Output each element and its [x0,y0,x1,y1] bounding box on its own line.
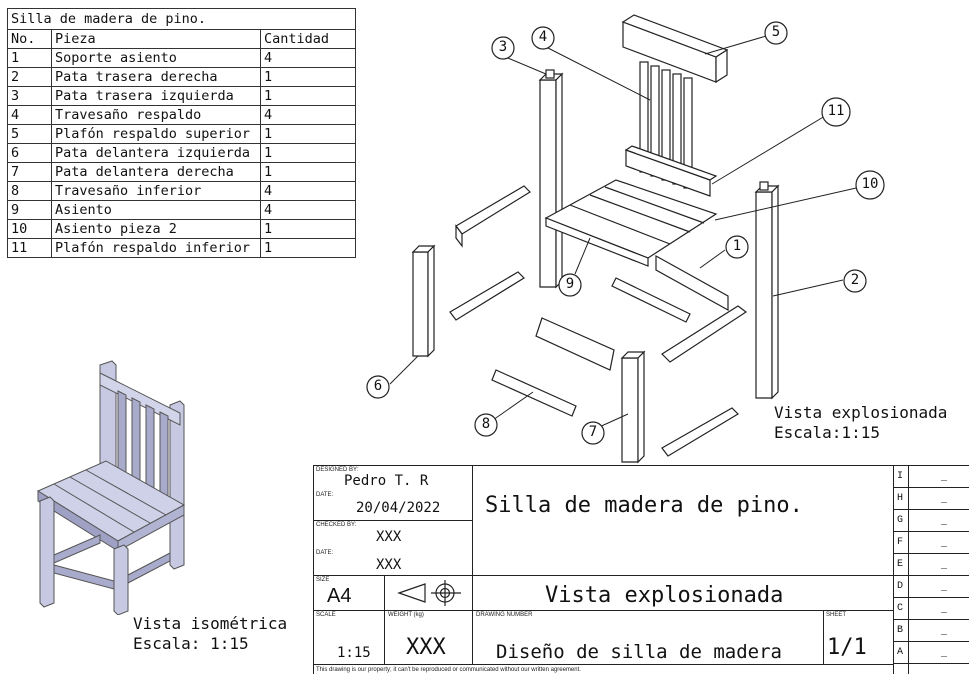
isometric-chair [36,360,186,615]
isometric-view-label: Vista isométrica [133,614,288,633]
checked-date-label: DATE: [316,550,334,556]
drawing-number-label: DRAWING NUMBER [476,612,533,618]
part-9-10-seat [544,179,718,267]
zone-letter: I [897,471,904,482]
zone-value: _ [941,649,948,660]
drawing-title: Silla de madera de pino. [485,493,803,518]
cell-pieza: Asiento pieza 2 [51,219,261,239]
checked-by-label: CHECKED BY: [316,522,357,528]
part-6-front-left-leg [411,244,436,358]
part-1-seat-supports [455,185,748,371]
zone-letter: E [897,559,904,570]
zone-letter: G [897,515,904,526]
part-3-back-left-leg [538,69,564,289]
zone-value: _ [941,473,948,484]
zone-letter: D [897,581,904,592]
date-value: 20/04/2022 [356,500,441,516]
part-8-lower-rails [449,271,739,457]
zone-letter: B [897,625,904,636]
title-block: DESIGNED BY: Pedro T. R DATE: 20/04/2022… [313,465,969,674]
part-5-top-rail [621,14,729,84]
zone-value: _ [941,583,948,594]
zone-value: _ [941,605,948,616]
designed-by-value: Pedro T. R [344,473,429,489]
cell-cantidad: 4 [260,105,356,125]
scale-label: SCALE [316,612,336,618]
size-label: SIZE [316,577,330,583]
cell-pieza: Pata trasera derecha [51,67,261,87]
parts-list-table: Silla de madera de pino. No. Pieza Canti… [7,8,356,258]
scale-value: 1:15 [337,645,371,661]
ownership-disclaimer: This drawing is our property; it can't b… [316,667,581,673]
cell-pieza: Travesaño respaldo [51,105,261,125]
zone-letter: A [897,647,904,658]
part-7-front-right-leg [620,350,646,464]
zone-letter: H [897,493,904,504]
cell-cantidad: 1 [260,238,356,258]
view-title: Vista explosionada [545,583,784,608]
sheet-value: 1/1 [827,635,867,660]
zone-value: _ [941,517,948,528]
weight-label: WEIGHT (kg) [388,612,424,618]
projection-symbol-icon [397,580,461,606]
checked-date-value: XXX [376,557,402,573]
checked-by-value: XXX [376,529,402,545]
cell-pieza: Pata trasera izquierda [51,86,261,106]
exploded-view-label: Vista explosionada [774,403,948,422]
exploded-view-scale: Escala:1:15 [774,423,880,442]
weight-value: XXX [406,635,446,660]
zone-letter: F [897,537,904,548]
isometric-view-caption: Vista isométrica Escala: 1:15 [133,614,287,654]
isometric-view-scale: Escala: 1:15 [133,634,249,653]
exploded-view-caption: Vista explosionada Escala:1:15 [774,403,947,443]
zone-letter: C [897,603,904,614]
drawing-number-value: Diseño de silla de madera [496,641,782,663]
size-value: A4 [327,585,352,607]
zone-value: _ [941,627,948,638]
sheet-label: SHEET [826,612,847,618]
date-label: DATE: [316,492,334,498]
leader-lines [389,33,866,429]
designed-by-label: DESIGNED BY: [316,467,359,473]
cell-pieza: Pata delantera izquierda [51,143,261,163]
part-11-lower-rail [624,145,718,197]
part-2-back-right-leg [754,181,780,400]
zone-value: _ [941,495,948,506]
zone-value: _ [941,561,948,572]
zone-value: _ [941,539,948,550]
